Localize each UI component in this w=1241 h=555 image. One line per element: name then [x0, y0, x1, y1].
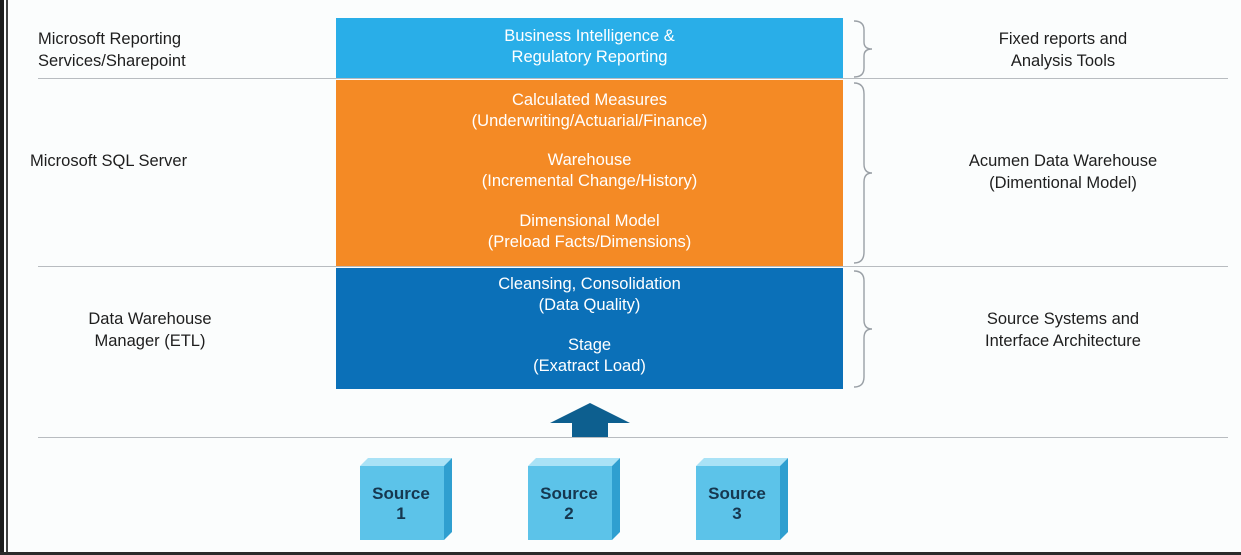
label-microsoft-sql-server: Microsoft SQL Server — [30, 150, 187, 172]
label-data-warehouse-manager: Data Warehouse Manager (ETL) — [60, 308, 240, 352]
block-text-stage: Stage (Exatract Load) — [336, 335, 843, 377]
label-line: Manager (ETL) — [94, 332, 206, 350]
block-text-cleansing: Cleansing, Consolidation (Data Quality) — [336, 274, 843, 316]
block-line: (Exatract Load) — [533, 357, 646, 375]
block-line: (Preload Facts/Dimensions) — [487, 233, 692, 251]
label-acumen-data-warehouse: Acumen Data Warehouse (Dimentional Model… — [918, 150, 1208, 194]
label-line: Interface Architecture — [985, 332, 1141, 350]
source-label: Source 2 — [528, 484, 610, 524]
label-line: Data Warehouse — [88, 310, 212, 328]
block-line: (Data Quality) — [538, 296, 641, 314]
frame-border-inner — [6, 0, 8, 555]
upward-arrow-icon — [550, 403, 630, 437]
source-label: Source 1 — [360, 484, 442, 524]
cube-shape-icon — [360, 458, 452, 540]
cube-shape-icon — [528, 458, 620, 540]
block-line: (Incremental Change/History) — [481, 172, 698, 190]
block-etl: Cleansing, Consolidation (Data Quality) … — [336, 268, 843, 389]
source-cube-3: Source 3 — [696, 458, 788, 540]
label-line: Source Systems and — [986, 310, 1140, 328]
label-line: Microsoft SQL Server — [30, 152, 188, 170]
block-line: Cleansing, Consolidation — [498, 275, 681, 293]
separator-warehouse — [38, 266, 1228, 267]
brace-reporting-icon — [853, 20, 873, 78]
source-label-number: 3 — [732, 504, 742, 523]
separator-sources — [38, 437, 1228, 438]
source-cube-1: Source 1 — [360, 458, 452, 540]
block-data-warehouse: Calculated Measures (Underwriting/Actuar… — [336, 80, 843, 266]
frame-border-left — [0, 0, 4, 555]
diagram-canvas: Microsoft Reporting Services/Sharepoint … — [10, 0, 1241, 552]
source-label-line: Source — [708, 484, 766, 503]
brace-etl-icon — [853, 270, 873, 388]
source-label-number: 2 — [564, 504, 574, 523]
label-line: (Dimentional Model) — [989, 174, 1137, 192]
block-text: Business Intelligence & Regulatory Repor… — [336, 26, 843, 68]
label-fixed-reports: Fixed reports and Analysis Tools — [918, 28, 1208, 72]
block-line: Stage — [567, 336, 612, 354]
separator-reporting — [38, 78, 1228, 79]
block-business-intelligence: Business Intelligence & Regulatory Repor… — [336, 18, 843, 78]
source-label-line: Source — [540, 484, 598, 503]
block-line: Dimensional Model — [519, 212, 660, 230]
block-text-dimensional-model: Dimensional Model (Preload Facts/Dimensi… — [336, 211, 843, 253]
block-line: Business Intelligence & — [504, 27, 675, 45]
block-text-calculated-measures: Calculated Measures (Underwriting/Actuar… — [336, 90, 843, 132]
block-line: Warehouse — [547, 151, 632, 169]
block-line: Calculated Measures — [512, 91, 667, 109]
label-line: Analysis Tools — [1010, 52, 1116, 70]
label-line: Acumen Data Warehouse — [968, 152, 1158, 170]
label-source-systems: Source Systems and Interface Architectur… — [918, 308, 1208, 352]
block-line: (Underwriting/Actuarial/Finance) — [471, 112, 708, 130]
source-label-number: 1 — [396, 504, 406, 523]
label-microsoft-reporting: Microsoft Reporting Services/Sharepoint — [38, 28, 186, 72]
brace-warehouse-icon — [853, 82, 873, 264]
label-line: Fixed reports and — [998, 30, 1128, 48]
source-cube-2: Source 2 — [528, 458, 620, 540]
source-label: Source 3 — [696, 484, 778, 524]
label-line: Services/Sharepoint — [38, 52, 186, 70]
frame-border-bottom — [0, 552, 1241, 555]
source-label-line: Source — [372, 484, 430, 503]
cube-shape-icon — [696, 458, 788, 540]
label-line: Microsoft Reporting — [38, 30, 182, 48]
block-text-warehouse: Warehouse (Incremental Change/History) — [336, 150, 843, 192]
block-line: Regulatory Reporting — [511, 48, 668, 66]
